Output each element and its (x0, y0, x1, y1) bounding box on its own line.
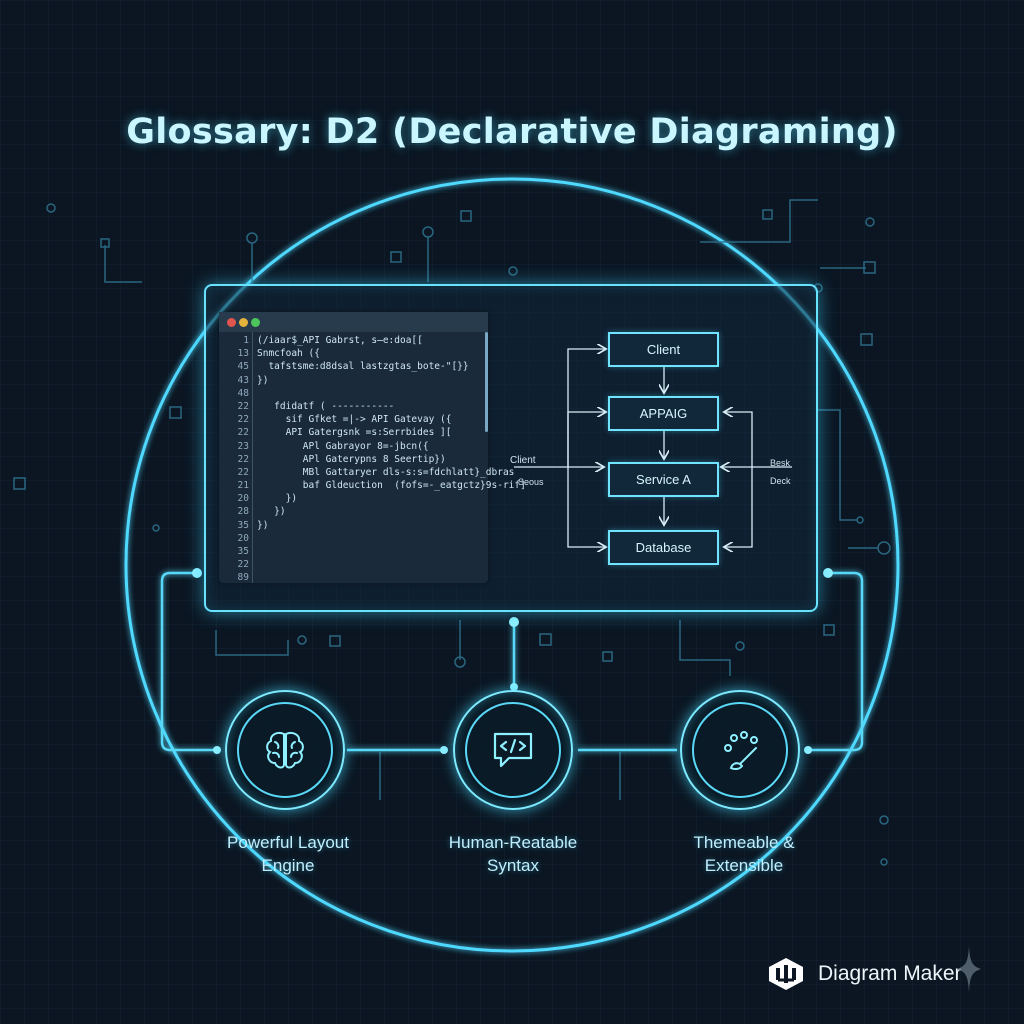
feature-label-syntax: Human-Reatable Syntax (448, 833, 578, 875)
code-line: 23 APl Gabrayor 8=-jbcn({ (219, 440, 488, 453)
code-line: 22 (219, 558, 488, 571)
feature-label-themeable: Themeable & Extensible (693, 833, 795, 875)
code-text: APl Gabrayor 8=-jbcn({ (257, 440, 429, 452)
line-number: 22 (237, 453, 249, 465)
code-line: 22 MBl Gattaryer dls-s:s=fdchlatt}_dbras (219, 466, 515, 479)
code-line: 89 (219, 571, 488, 584)
code-text: tafstsme:d8dsal lastzgtas_bote-"[}} (257, 361, 469, 373)
code-line: 35}) (219, 519, 488, 532)
line-number: 1 (243, 335, 249, 346)
flow-node-database: Database (608, 530, 719, 565)
line-number: 22 (237, 414, 249, 426)
line-number: 35 (237, 519, 249, 531)
line-number: 23 (237, 440, 249, 452)
code-line: 20 (219, 532, 488, 545)
code-text: baf Gldeuction (fofs=-_eatgctz}9s-rif] (257, 480, 526, 492)
code-line: 22 API Gatergsnk =s:Serrbides ][ (219, 426, 488, 439)
diagram-maker-logo (769, 958, 803, 990)
flow-right-label-deck: Deck (770, 476, 791, 486)
maximize-dot-icon (251, 318, 260, 327)
minimize-dot-icon (239, 318, 248, 327)
line-number: 21 (237, 480, 249, 492)
code-line: 20 }) (219, 492, 488, 505)
line-number: 89 (237, 572, 249, 584)
line-number: 48 (237, 387, 249, 399)
flow-left-label-client: Client (510, 455, 536, 466)
brand: Diagram Maker (766, 958, 962, 990)
code-lines: 1 (/iaar$_API Gabrst, s̶e:doa[[ 13 Snmcfoah… (219, 334, 526, 585)
line-number: 22 (237, 559, 249, 571)
close-dot-icon (227, 318, 236, 327)
code-line: 43}) (219, 374, 488, 387)
line-number: 20 (237, 532, 249, 544)
code-line: 45 tafstsme:d8dsal lastzgtas_bote-"[}} (219, 360, 488, 373)
code-text: API Gatergsnk =s:Serrbides ][ (257, 427, 452, 439)
code-line: 35 (219, 545, 488, 558)
flow-node-service-a: Service A (608, 462, 719, 497)
flow-right-label-besk: Besk (770, 458, 791, 468)
line-number: 13 (237, 348, 249, 360)
code-line: 13 Snmcfoah ({ (219, 347, 488, 360)
sparkle-icon (957, 946, 981, 992)
brain-icon (266, 731, 304, 769)
line-number: 43 (237, 374, 249, 386)
code-line: 22 APl Gaterypns 8 Seertip}) (219, 453, 488, 466)
line-number: 45 (237, 361, 249, 373)
flow-node-client: Client (608, 332, 719, 367)
code-editor: 1 (/iaar$_API Gabrst, s̶e:doa[[ 13 Snmcfoah… (219, 312, 526, 585)
code-line: 22 fdidatf ( ----------- (219, 400, 488, 413)
code-line: 1 (/iaar$_API Gabrst, s̶e:doa[[ (219, 334, 488, 347)
line-number: 28 (237, 506, 249, 518)
code-text: Snmcfoah ({ (257, 348, 320, 360)
outer-glow-circle (124, 177, 900, 953)
feature-ring-syntax (453, 690, 573, 810)
code-text: (/iaar$_API Gabrst, s̶e:doa[[ (257, 335, 423, 346)
code-line: 21 baf Gldeuction (fofs=-_eatgctz}9s-rif… (219, 479, 526, 492)
code-text: sif Gfket =|-> API Gatevay ({ (257, 414, 452, 426)
code-text: }) (257, 519, 269, 531)
code-line: 28 }) (219, 505, 488, 518)
code-text: MBl Gattaryer dls-s:s=fdchlatt}_dbras (257, 466, 515, 478)
feature-label-layout: Powerful Layout Engine (227, 833, 349, 875)
code-text: fdidatf ( ----------- (257, 400, 395, 412)
palette-brush-icon (724, 731, 758, 771)
line-number: 35 (237, 546, 249, 557)
line-number: 22 (237, 466, 249, 478)
flow-node-appaig: APPAIG (608, 396, 719, 431)
code-text: APl Gaterypns 8 Seertip}) (257, 453, 446, 465)
editor-gutter (252, 332, 253, 583)
code-line: 48 (219, 387, 488, 400)
code-text: }) (257, 374, 269, 386)
code-line: 22 sif Gfket =|-> API Gatevay ({ (219, 413, 488, 426)
code-speech-bubble-icon (493, 732, 533, 768)
editor-scrollbar (485, 332, 488, 432)
page-title: Glossary: D2 (Declarative Diagraming) (126, 112, 898, 152)
flow-left-label-seous: Seous (518, 477, 544, 487)
code-text: }) (257, 506, 286, 518)
line-number: 22 (237, 400, 249, 412)
line-number: 22 (237, 427, 249, 439)
code-text: }) (257, 493, 298, 505)
feature-ring-layout (225, 690, 345, 810)
feature-ring-themeable (680, 690, 800, 810)
line-number: 20 (237, 493, 249, 505)
brand-name: Diagram Maker (818, 962, 962, 985)
editor-titlebar (219, 312, 488, 332)
